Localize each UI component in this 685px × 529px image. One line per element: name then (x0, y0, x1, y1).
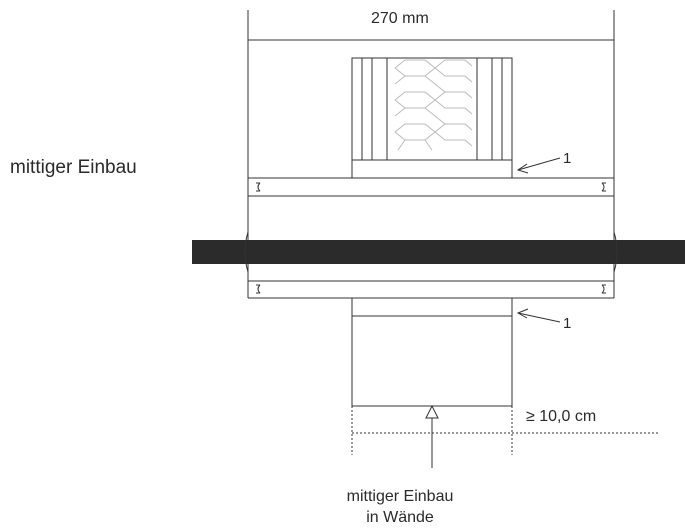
pipe (192, 240, 685, 264)
honeycomb-filling (394, 59, 473, 151)
bottom-caption-line2: in Wände (366, 509, 434, 526)
pipe-seal-edges (244, 231, 618, 273)
diagram-title: mittiger Einbau (10, 157, 137, 178)
top-collar-block (351, 57, 513, 179)
callout-label-bottom: 1 (563, 315, 572, 332)
bottom-caption-line1: mittiger Einbau (346, 488, 454, 505)
callout-label-top: 1 (563, 150, 572, 167)
clearance-guides (351, 406, 660, 455)
bottom-collar-block (351, 297, 513, 407)
upper-sleeve (248, 177, 614, 197)
lower-sleeve (248, 280, 614, 299)
width-dimension-label: 270 mm (371, 10, 429, 27)
clearance-label: ≥ 10,0 cm (526, 408, 597, 425)
callout-arrow-icon (516, 157, 561, 323)
arrow-up-icon (425, 404, 439, 468)
bottom-caption: mittiger Einbau in Wände (300, 486, 500, 528)
